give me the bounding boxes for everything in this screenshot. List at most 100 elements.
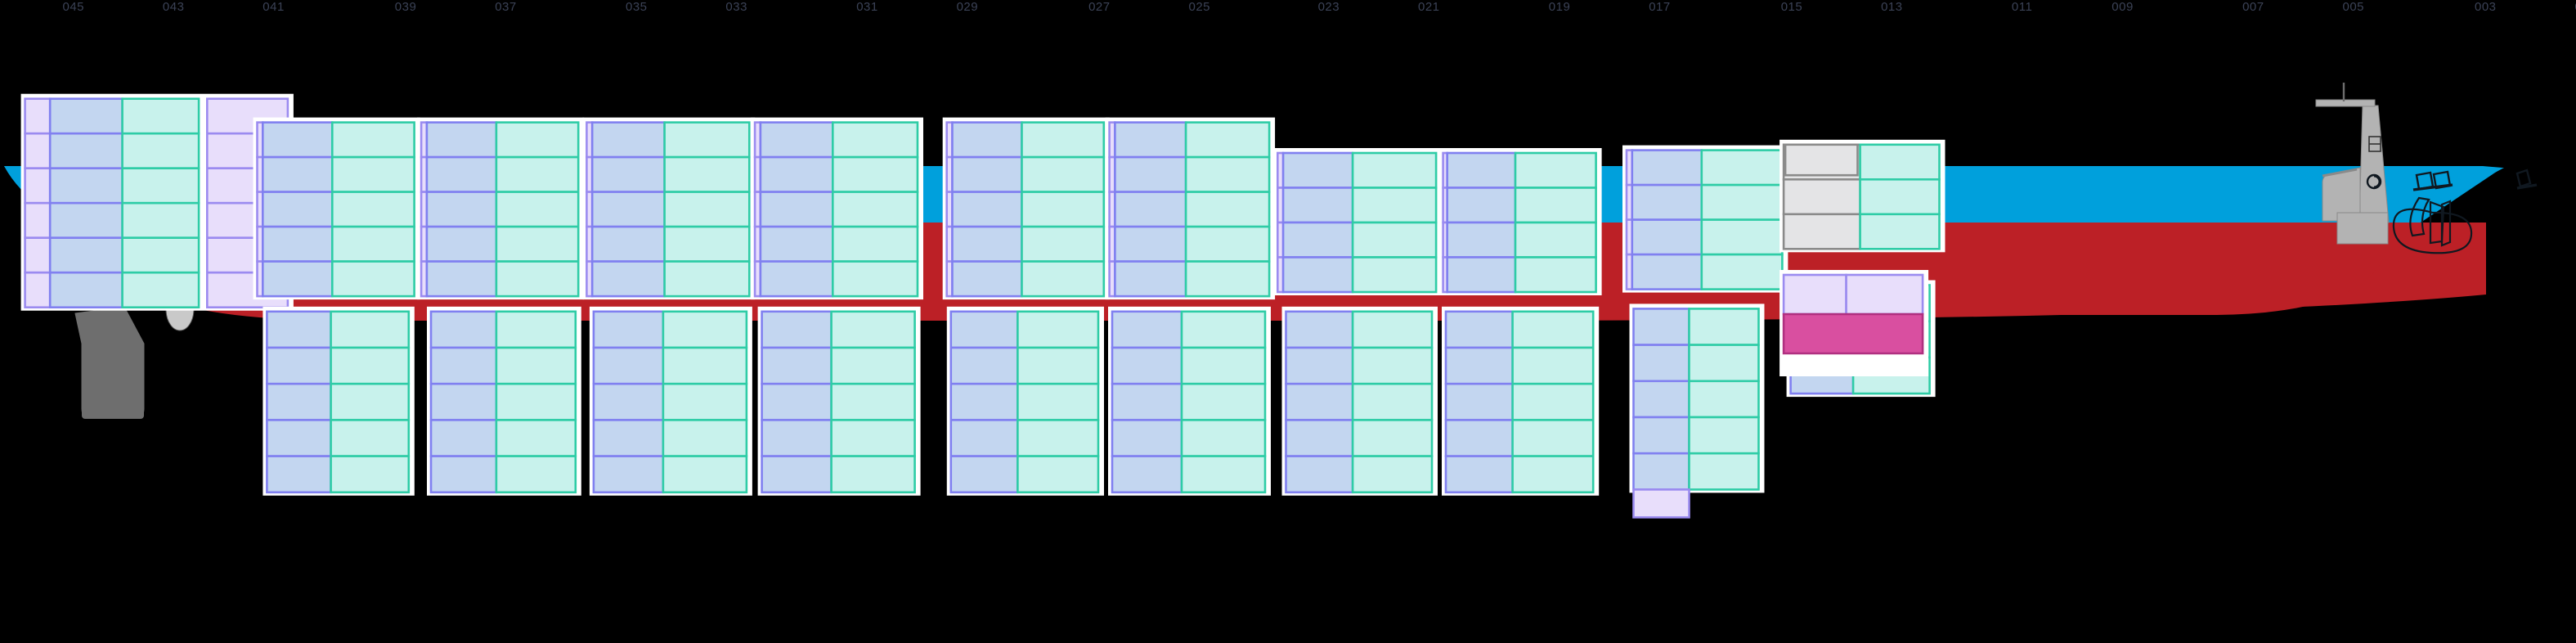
container-cell[interactable] [1281,221,1354,259]
container-cell[interactable] [1700,218,1784,256]
container-cell[interactable] [48,271,123,309]
container-cell[interactable] [830,310,916,349]
container-cell[interactable] [592,310,665,349]
container-cell[interactable] [1285,346,1354,385]
container-cell[interactable] [1184,121,1271,159]
container-cell[interactable] [24,201,52,239]
container-cell[interactable] [1700,253,1784,290]
container-cell[interactable] [48,201,123,239]
container-cell[interactable] [1632,488,1690,519]
container-cell[interactable] [1281,187,1354,224]
container-cell[interactable] [830,382,916,421]
container-cell[interactable] [261,121,334,159]
container-cell[interactable] [495,155,580,193]
container-cell[interactable] [330,260,415,298]
container-cell[interactable] [949,382,1019,421]
container-cell[interactable] [121,167,200,205]
container-cell[interactable] [495,191,580,228]
container-cell[interactable] [425,225,498,263]
container-cell[interactable] [1351,221,1438,259]
container-cell[interactable] [1184,225,1271,263]
container-cell[interactable] [761,382,832,421]
container-cell[interactable] [330,155,415,193]
container-cell[interactable] [759,155,834,193]
container-cell[interactable] [24,236,52,274]
container-cell[interactable] [425,121,498,159]
container-cell[interactable] [1782,178,1861,216]
container-cell[interactable] [24,97,52,135]
container-cell[interactable] [1114,191,1187,228]
container-cell[interactable] [1114,225,1187,263]
container-cell[interactable] [663,225,751,263]
container-cell[interactable] [429,455,498,494]
container-cell[interactable] [1351,382,1434,421]
container-cell[interactable] [1111,419,1183,457]
container-cell[interactable] [1632,416,1690,455]
container-cell[interactable] [1016,346,1100,385]
container-cell[interactable] [663,191,751,228]
container-cell[interactable] [1444,310,1514,349]
container-cell-magenta[interactable] [1782,313,1924,355]
container-cell[interactable] [121,97,200,135]
container-cell[interactable] [261,225,334,263]
container-cell[interactable] [425,155,498,193]
container-cell[interactable] [1016,310,1100,349]
container-cell[interactable] [330,346,411,385]
container-cell[interactable] [1446,221,1517,259]
container-cell[interactable] [24,132,52,169]
container-cell[interactable] [266,346,332,385]
container-cell[interactable] [330,382,411,421]
container-cell[interactable] [590,155,666,193]
container-cell[interactable] [1444,455,1514,494]
container-cell[interactable] [1281,256,1354,294]
container-cell[interactable] [590,225,666,263]
container-cell[interactable] [121,132,200,169]
container-cell[interactable] [266,382,332,421]
container-cell[interactable] [1859,178,1941,216]
container-cell[interactable] [1514,221,1597,259]
container-cell[interactable] [1184,155,1271,193]
container-cell[interactable] [951,191,1023,228]
container-cell[interactable] [592,419,665,457]
container-cell[interactable] [1688,452,1760,491]
container-cell[interactable] [1180,310,1267,349]
container-cell[interactable] [1180,455,1267,494]
container-cell[interactable] [429,419,498,457]
container-cell[interactable] [495,346,577,385]
container-cell[interactable] [1180,419,1267,457]
container-cell[interactable] [425,260,498,298]
container-cell[interactable] [1351,455,1434,494]
container-cell[interactable] [1114,155,1187,193]
container-cell[interactable] [662,382,748,421]
container-cell[interactable] [761,455,832,494]
container-cell[interactable] [1632,452,1690,491]
container-cell[interactable] [1859,213,1941,250]
container-cell[interactable] [330,310,411,349]
container-cell[interactable] [1511,346,1595,385]
container-cell[interactable] [1631,253,1703,290]
container-cell[interactable] [1351,419,1434,457]
container-cell[interactable] [1285,310,1354,349]
container-cell[interactable] [759,225,834,263]
container-cell[interactable] [495,225,580,263]
container-cell[interactable] [1700,183,1784,221]
container-cell[interactable] [663,260,751,298]
container-cell[interactable] [759,121,834,159]
container-cell[interactable] [831,191,919,228]
container-cell[interactable] [121,271,200,309]
container-cell[interactable] [831,155,919,193]
container-cell[interactable] [1700,149,1784,187]
container-cell[interactable] [831,225,919,263]
container-cell[interactable] [1446,151,1517,189]
container-cell[interactable] [1511,419,1595,457]
container-cell[interactable] [1511,382,1595,421]
container-cell[interactable] [1285,419,1354,457]
container-cell[interactable] [1184,260,1271,298]
container-cell[interactable] [1688,344,1760,383]
container-cell[interactable] [1446,256,1517,294]
container-cell[interactable] [592,382,665,421]
container-cell[interactable] [761,419,832,457]
container-cell[interactable] [662,455,748,494]
container-cell[interactable] [949,455,1019,494]
container-cell[interactable] [1021,225,1106,263]
